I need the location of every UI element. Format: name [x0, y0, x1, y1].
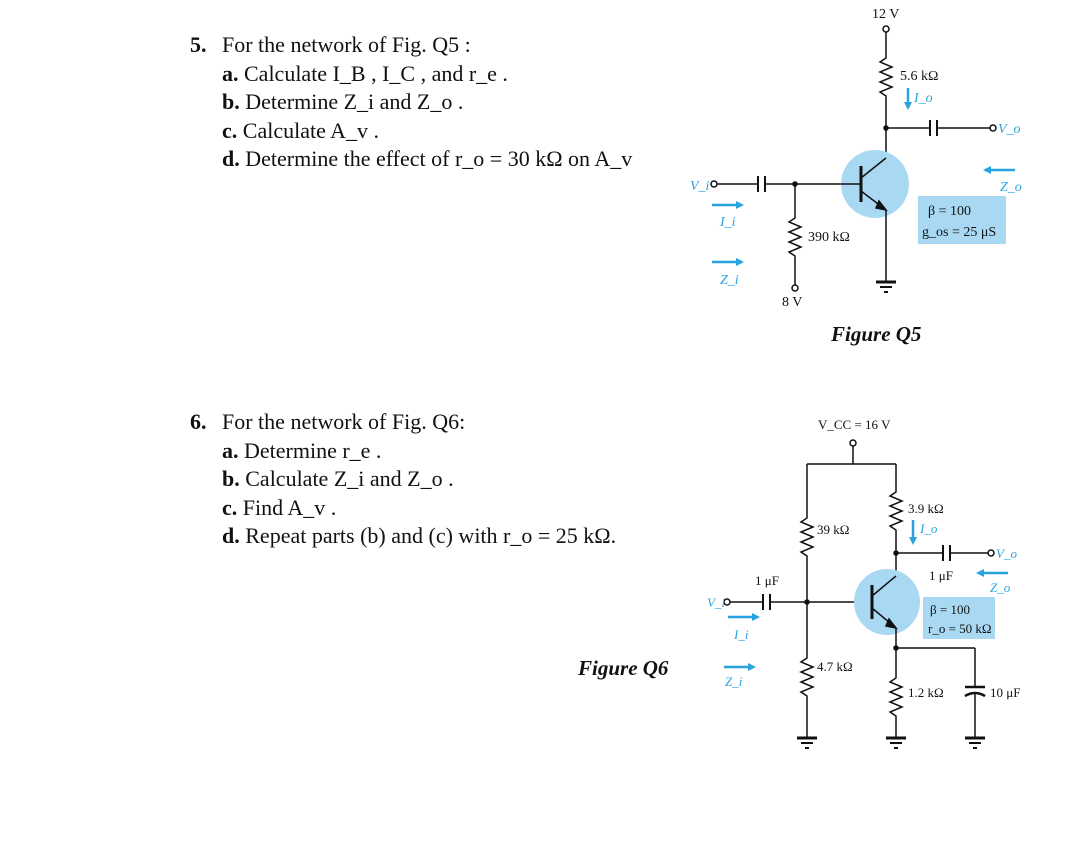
figure-q6-caption: Figure Q6: [578, 656, 669, 680]
beta-label: β = 100: [930, 602, 970, 617]
question-5: 5. For the network of Fig. Q5 : a. Calcul…: [190, 31, 632, 174]
figure-q5-diagram: [710, 25, 997, 293]
transistor-highlight: [841, 150, 909, 218]
ro-label: r_o = 50 kΩ: [928, 621, 992, 636]
bias-label: 8 V: [782, 295, 802, 310]
resistor-r2: [799, 650, 815, 738]
question-number: 6.: [190, 409, 207, 434]
resistor-r1: [799, 510, 815, 602]
question-part: a. Determine r_e .: [222, 437, 382, 463]
param-box-q5: [918, 196, 1006, 244]
terminal-node: [882, 25, 890, 33]
q6-arrows: [724, 520, 1008, 671]
ce-label: 10 μF: [990, 685, 1020, 700]
vcc-label: V_CC = 16 V: [818, 417, 891, 432]
resistor-rc: [878, 50, 894, 104]
vi-label: V_i: [707, 595, 725, 610]
figure-q6-diagram: [723, 439, 995, 749]
supply-label: 12 V: [872, 7, 899, 22]
question-part: c. Calculate A_v .: [222, 117, 380, 143]
question-part: a. Calculate I_B , I_C , and r_e .: [222, 60, 508, 86]
ii-label: I_i: [719, 215, 736, 230]
r2-label: 4.7 kΩ: [817, 659, 853, 674]
cout-label: 1 μF: [929, 568, 953, 583]
zo-label: Z_o: [990, 580, 1011, 595]
zi-label: Z_i: [725, 674, 743, 689]
vi-label: V_i: [690, 179, 710, 194]
question-part: c. Find A_v .: [222, 494, 337, 520]
question-part: b. Determine Z_i and Z_o .: [222, 89, 464, 114]
q5-arrows: [712, 88, 1015, 266]
resistor-re: [888, 670, 904, 738]
io-label: I_o: [913, 91, 933, 106]
re-label: 1.2 kΩ: [908, 685, 944, 700]
question-part: d. Determine the effect of r_o = 30 kΩ o…: [222, 146, 633, 171]
gos-label: g_os = 25 μS: [922, 225, 996, 240]
resistor-rc6: [888, 484, 904, 574]
question-intro: For the network of Fig. Q6:: [222, 409, 466, 434]
zi-label: Z_i: [720, 273, 739, 288]
question-number: 5.: [190, 32, 207, 57]
ii-label: I_i: [733, 627, 749, 642]
question-6: 6. For the network of Fig. Q6: a. Determi…: [190, 408, 616, 551]
vo-label: V_o: [998, 122, 1021, 137]
io-label: I_o: [919, 521, 938, 536]
question-part: b. Calculate Z_i and Z_o .: [222, 466, 454, 491]
zo-label: Z_o: [1000, 180, 1022, 195]
beta-label: β = 100: [928, 204, 971, 219]
rb-label: 390 kΩ: [808, 230, 850, 245]
vo-label: V_o: [996, 546, 1017, 561]
cin-label: 1 μF: [755, 573, 779, 588]
question-intro: For the network of Fig. Q5 :: [222, 32, 471, 57]
question-part: d. Repeat parts (b) and (c) with r_o = 2…: [222, 523, 617, 548]
param-box-q6: [923, 597, 995, 639]
figure-q5-caption: Figure Q5: [831, 322, 922, 346]
rc-label: 5.6 kΩ: [900, 69, 938, 84]
resistor-rb: [787, 210, 803, 285]
r1-label: 39 kΩ: [817, 522, 849, 537]
rc-label: 3.9 kΩ: [908, 501, 944, 516]
